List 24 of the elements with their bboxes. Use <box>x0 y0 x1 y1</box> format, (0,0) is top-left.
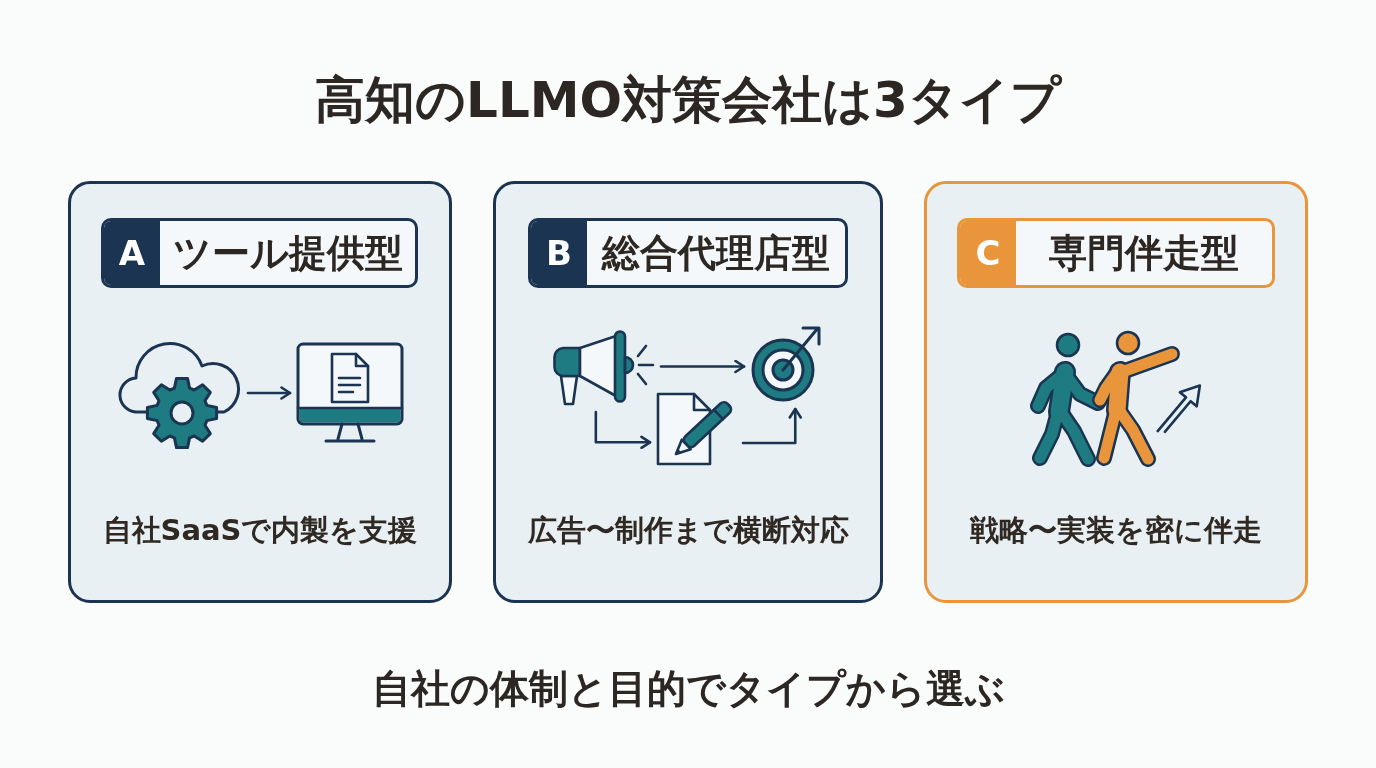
card-description: 戦略〜実装を密に伴走 <box>970 512 1262 549</box>
monitor-document-icon <box>296 342 404 444</box>
type-name: ツール提供型 <box>172 230 403 277</box>
arrow <box>594 410 652 450</box>
type-card <box>924 181 1308 603</box>
type-tag <box>101 218 418 288</box>
type-card <box>493 181 883 603</box>
type-card <box>68 181 452 603</box>
card-description: 自社SaaSで内製を支援 <box>102 512 418 549</box>
arrow <box>741 407 803 445</box>
card-description: 広告〜制作まで横断対応 <box>527 512 849 549</box>
type-name: 総合代理店型 <box>602 230 830 277</box>
diagram-caption: 自社の体制と目的でタイプから選ぶ <box>371 665 1005 713</box>
type-tag <box>957 218 1275 288</box>
arrow <box>246 386 292 400</box>
type-name: 専門伴走型 <box>1049 230 1239 277</box>
cloud-gear-icon <box>118 340 242 452</box>
arrow <box>659 359 746 374</box>
type-tag <box>528 218 848 288</box>
megaphone-icon <box>553 330 655 406</box>
diagram-title: 高知のLLMO対策会社は3タイプ <box>315 70 1061 131</box>
type-letter: A <box>104 221 160 285</box>
type-letter: B <box>531 221 587 285</box>
type-letter: C <box>960 221 1016 285</box>
